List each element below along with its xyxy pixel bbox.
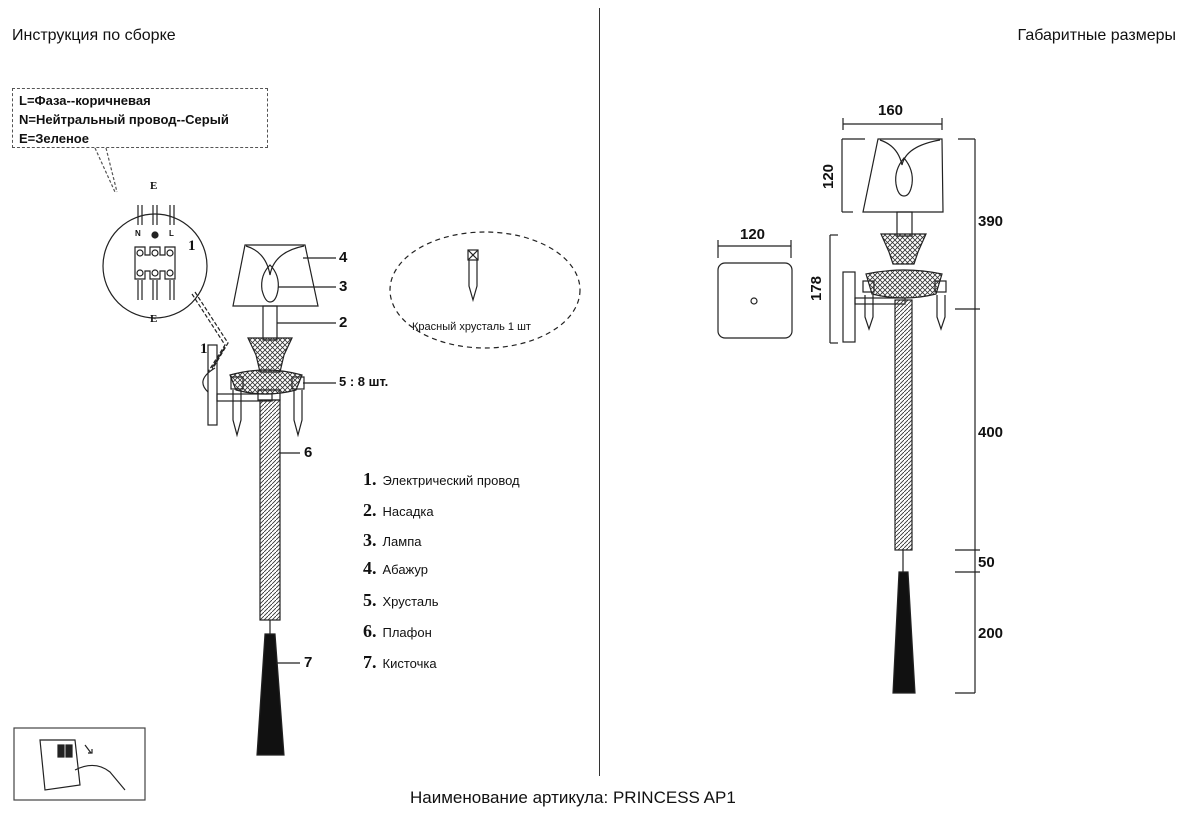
dim-upper-height: 390 [978,213,1004,230]
spare-crystal-note: Красный хрусталь 1 шт [412,321,531,333]
dim-arm-height: 178 [808,275,826,302]
wiring-line-e: E=Зеленое [19,131,89,146]
part-label-7: 7 [304,654,313,671]
legend-item: 1.Электрический провод [363,469,520,489]
dim-rod-length: 400 [978,424,1004,441]
assembly-title: Инструкция по сборке [12,27,176,44]
legend-item: 5.Хрусталь [363,590,439,610]
part-label-5: 5 : 8 шт. [339,374,389,389]
dim-joint: 50 [978,554,995,571]
part-label-4: 4 [339,249,348,266]
dim-base-width: 120 [740,226,766,243]
legend-item: 4.Абажур [363,558,428,578]
wall-plate-top-view [717,240,793,339]
callout-pointer [94,147,118,193]
cable-label: 1 [200,341,208,357]
power-off-pictogram [13,727,146,801]
dim-tassel: 200 [978,625,1004,642]
wiring-line-n: N=Нейтральный провод--Серый [19,112,229,127]
dim-shade-width: 160 [878,102,904,119]
legend-item: 7.Кисточка [363,652,437,672]
wiring-label-num: 1 [188,238,196,254]
wiring-label-e-bottom: E [150,313,158,325]
dim-shade-height: 120 [820,163,838,190]
wiring-callout: L=Фаза--коричневая N=Нейтральный провод-… [12,88,268,148]
lamp-assembly-drawing [202,244,336,756]
legend-item: 3.Лампа [363,530,422,550]
terminal-block-detail [102,205,229,373]
legend-item: 6.Плафон [363,621,432,641]
lamp-dimension-drawing [842,138,947,694]
dimensions-title: Габаритные размеры [1017,27,1176,44]
wiring-label-e-top: E [150,180,158,192]
wiring-label-n: N [135,229,141,238]
center-divider [599,8,600,776]
legend-item: 2.Насадка [363,500,434,520]
part-label-2: 2 [339,314,348,331]
article-name: Наименование артикула: PRINCESS AP1 [410,788,736,807]
part-label-3: 3 [339,278,348,295]
dimension-lines [829,118,980,694]
part-label-6: 6 [304,444,313,461]
wiring-label-l: L [169,229,174,238]
spare-crystal-detail [389,231,581,349]
wiring-line-l: L=Фаза--коричневая [19,93,151,108]
